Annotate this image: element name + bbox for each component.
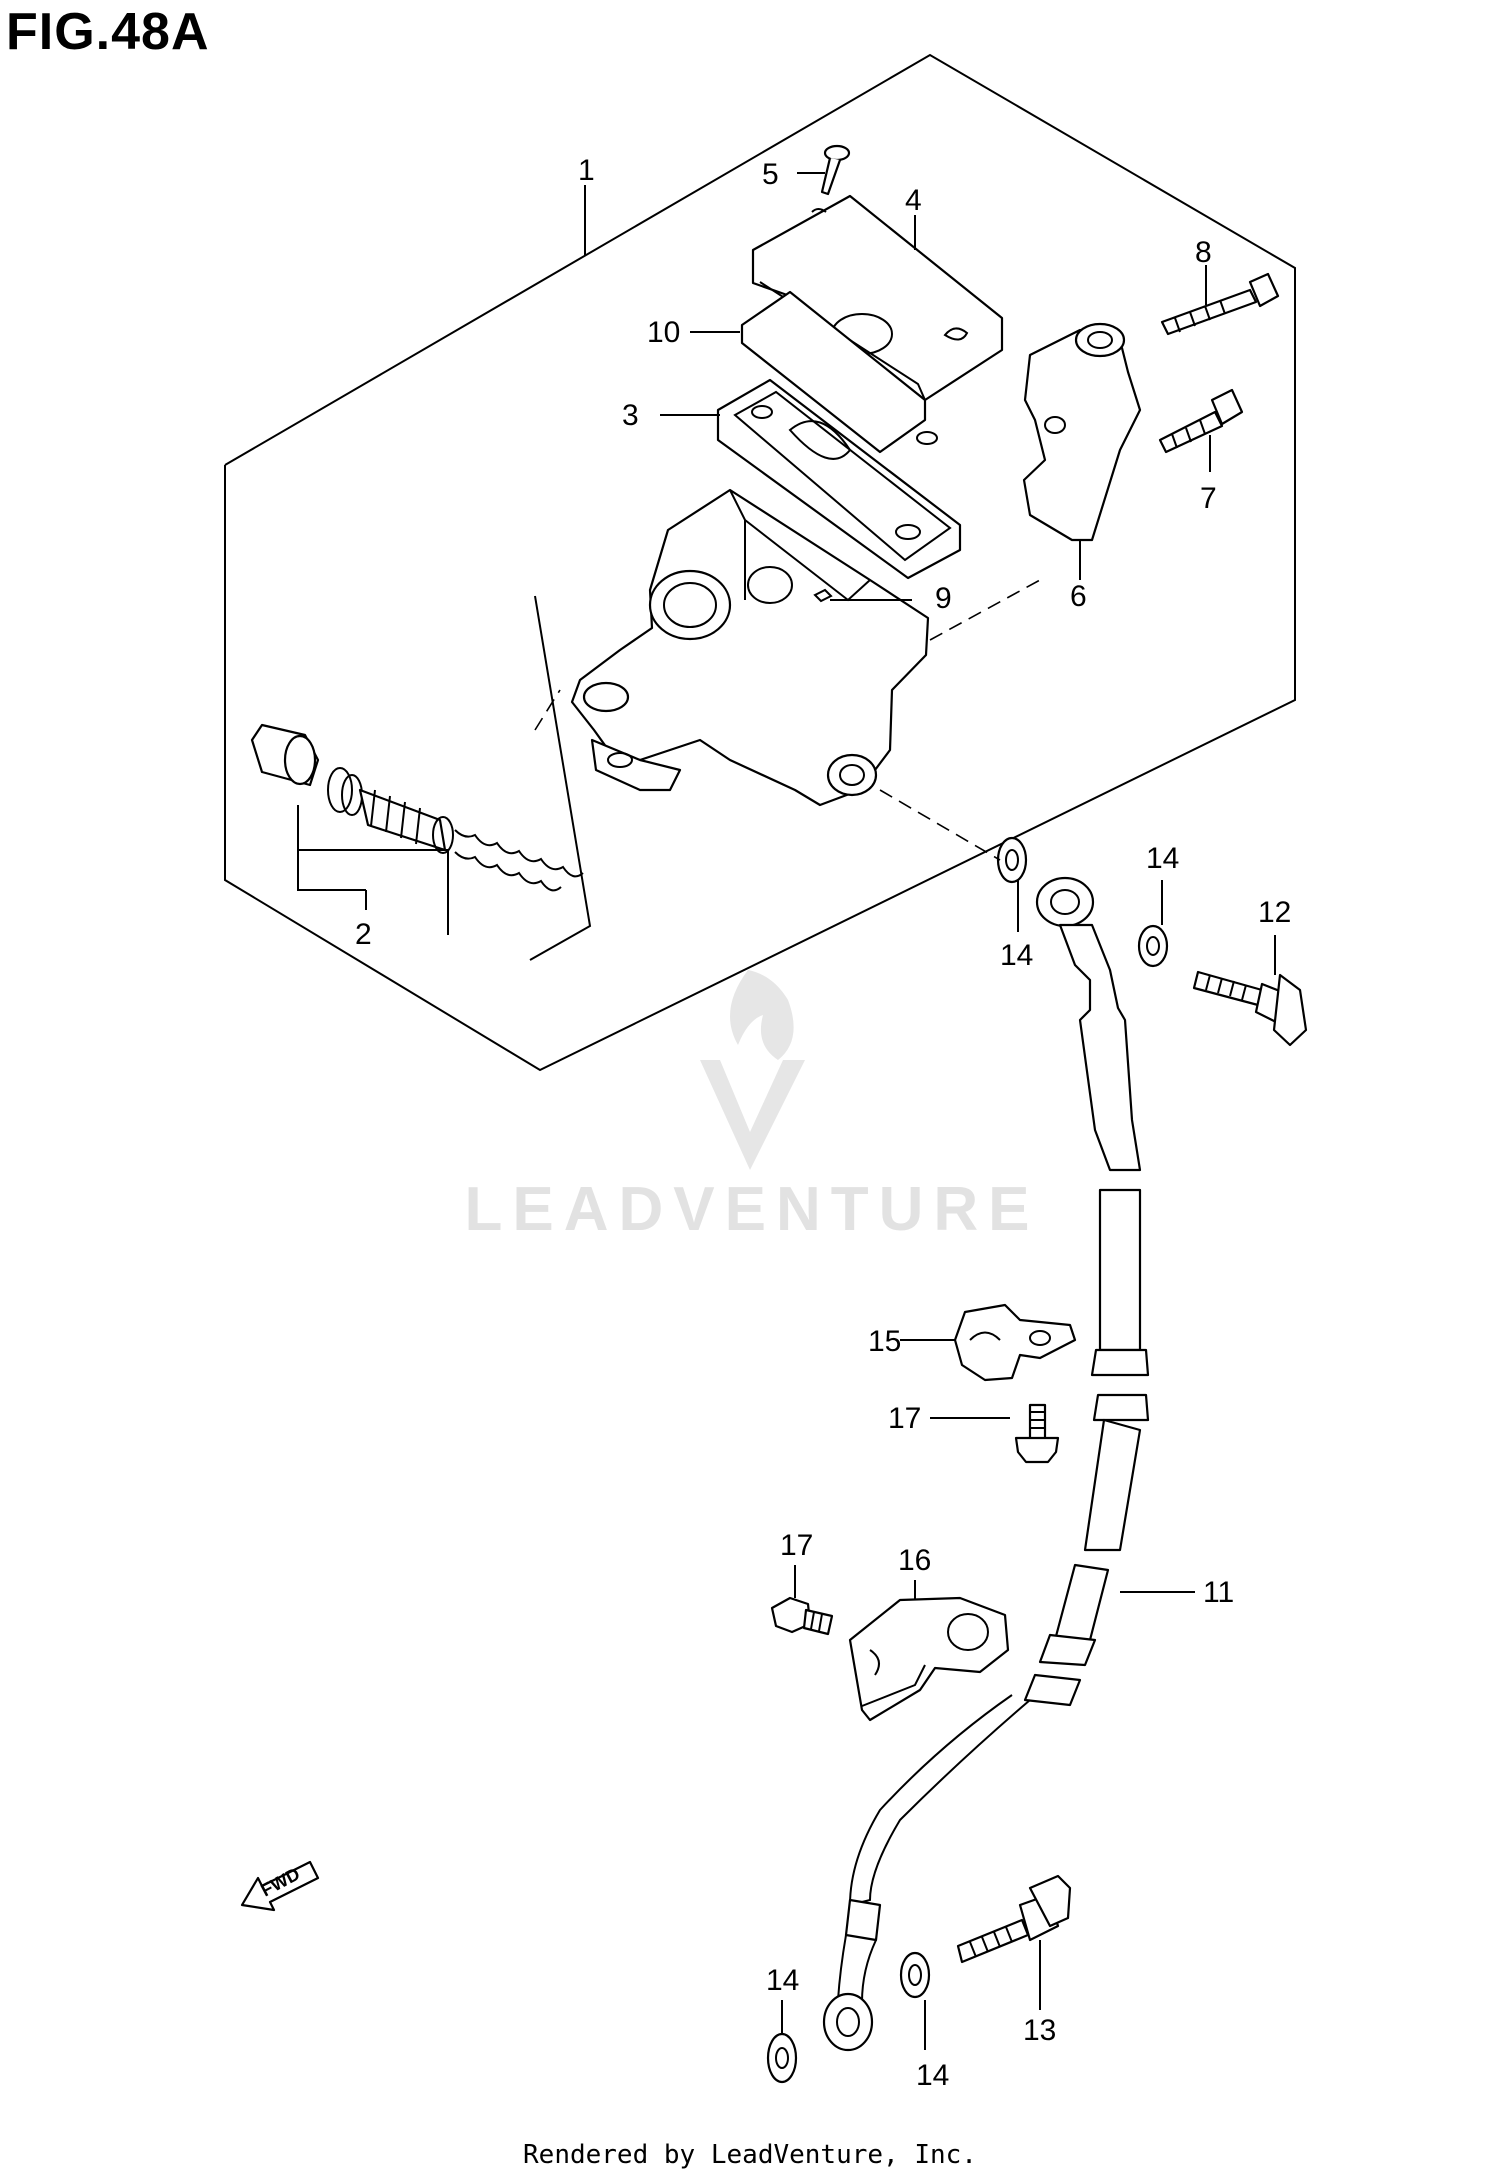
brake-hose [822,876,1150,2052]
leader-lines [297,172,1276,2050]
handlebar-holder [1022,322,1142,542]
clamp-bolt-lower [770,1596,834,1636]
callout-9: 9 [935,582,952,615]
crush-washer-1 [996,836,1028,884]
crush-washer-3 [899,1951,931,1999]
watermark-text: LEADVENTURE [464,1175,1039,1244]
callout-14a: 14 [1000,939,1033,972]
master-cylinder-body [570,488,930,807]
callout-10: 10 [647,316,680,349]
crush-washer-4 [766,2032,798,2084]
union-bolt-upper [1192,970,1308,1047]
diaphragm [716,378,962,580]
callout-1: 1 [578,154,595,187]
callout-17a: 17 [888,1402,921,1435]
callout-6: 6 [1070,580,1087,613]
clamp-bolt-upper [1014,1403,1060,1464]
callout-7: 7 [1200,482,1217,515]
hose-guide-clamp [848,1596,1010,1722]
union-bolt-lower [956,1874,1072,1964]
callout-16: 16 [898,1544,931,1577]
callouts: 1 5 4 10 3 9 6 8 7 2 14 14 12 15 17 17 1… [355,154,1291,2092]
callout-13: 13 [1023,2014,1056,2047]
holder-bolt-short [1158,388,1244,454]
callout-14c: 14 [916,2059,949,2092]
cap-screw [820,144,851,196]
callout-11: 11 [1203,1576,1234,1609]
hose-clamp [953,1303,1077,1382]
callout-12: 12 [1258,896,1291,929]
callout-4: 4 [905,184,922,217]
callout-5: 5 [762,158,779,191]
footer-credit: Rendered by LeadVenture, Inc. [523,2140,977,2170]
figure-title: FIG.48A [6,3,210,61]
callout-15: 15 [868,1325,901,1358]
piston-kit [250,723,584,892]
diaphragm-plate [740,290,938,454]
fwd-arrow: FWD [240,1860,320,1912]
holder-bolt-long [1160,272,1280,336]
callout-3: 3 [622,399,639,432]
callout-14d: 14 [766,1964,799,1997]
watermark-logo [700,970,805,1170]
callout-8: 8 [1195,236,1212,269]
assembly-frame [224,53,1296,1072]
crush-washer-2 [1137,924,1169,968]
callout-17b: 17 [780,1529,813,1562]
callout-2: 2 [355,918,372,951]
callout-14b: 14 [1146,842,1179,875]
